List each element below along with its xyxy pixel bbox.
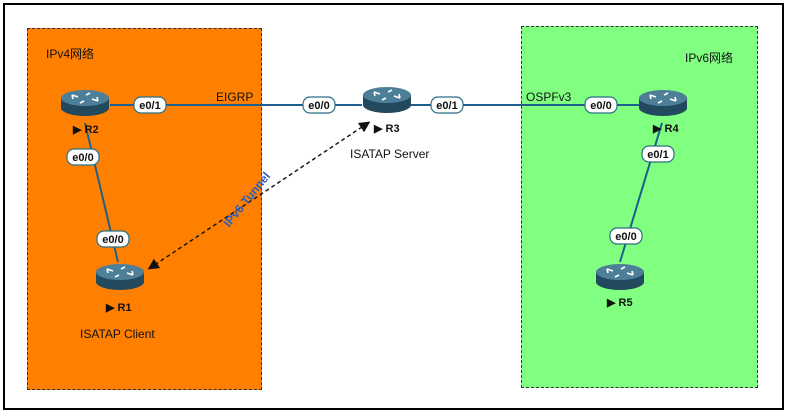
router-r4-name: ▶ R4: [652, 123, 679, 135]
if-label-r2-e0-0: e0/0: [66, 148, 100, 166]
svg-text:e0/0: e0/0: [615, 231, 636, 243]
svg-text:e0/0: e0/0: [590, 100, 611, 112]
router-r5[interactable]: [595, 263, 645, 291]
protocol-eigrp-label: EIGRP: [216, 90, 253, 104]
svg-text:e0/1: e0/1: [436, 100, 457, 112]
router-r3[interactable]: [362, 86, 412, 114]
if-label-r4-e0-0: e0/0: [584, 96, 618, 114]
ipv6-tunnel-line: [147, 121, 371, 270]
if-label-r3-e0-0: e0/0: [302, 96, 336, 114]
svg-text:e0/0: e0/0: [72, 152, 93, 164]
r1-role-caption: ISATAP Client: [80, 327, 155, 341]
svg-text:e0/0: e0/0: [102, 234, 123, 246]
if-label-r1-e0-0: e0/0: [96, 230, 130, 248]
svg-text:e0/1: e0/1: [139, 100, 160, 112]
router-r2[interactable]: [60, 89, 110, 117]
router-r4[interactable]: [638, 89, 688, 117]
router-r2-name: ▶ R2: [72, 124, 99, 136]
ipv6-zone: IPv6网络: [521, 26, 758, 388]
svg-text:e0/0: e0/0: [308, 100, 329, 112]
if-label-r2-e0-1: e0/1: [133, 96, 167, 114]
diagram-frame: [3, 3, 784, 410]
ipv6-zone-title: IPv6网络: [685, 51, 734, 65]
if-label-r5-e0-0: e0/0: [609, 227, 643, 245]
ipv4-zone-title: IPv4网络: [46, 47, 95, 61]
protocol-ospfv3-label: OSPFv3: [526, 90, 572, 104]
if-label-r3-e0-1: e0/1: [430, 96, 464, 114]
router-r1[interactable]: [95, 263, 145, 291]
svg-text:e0/1: e0/1: [647, 149, 668, 161]
router-r3-name: ▶ R3: [373, 123, 400, 135]
r3-role-caption: ISATAP Server: [350, 147, 430, 161]
if-label-r4-e0-1: e0/1: [641, 145, 675, 163]
router-r1-name: ▶ R1: [105, 302, 132, 314]
router-r5-name: ▶ R5: [606, 297, 633, 309]
ipv6-tunnel-label: IPv6 Tunnel: [221, 169, 274, 229]
